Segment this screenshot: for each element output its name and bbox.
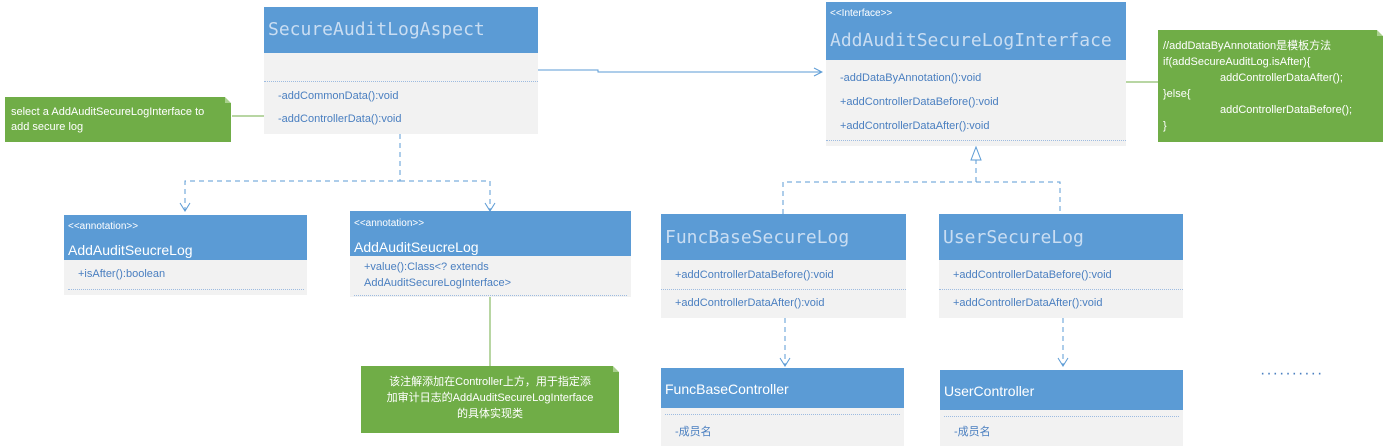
class-name: UserController xyxy=(944,383,1035,399)
method: +isAfter():boolean xyxy=(78,268,166,280)
class-name: AddAuditSecureLogInterface xyxy=(830,30,1112,51)
note-line: } xyxy=(1163,120,1167,132)
note-bottom[interactable]: 该注解添加在Controller上方，用于指定添 加审计日志的AddAuditS… xyxy=(361,366,619,433)
note-line: addControllerDataBefore(); xyxy=(1220,104,1353,116)
class-header: UserSecureLog xyxy=(939,214,1183,260)
note-line: if(addSecureAuditLog.isAfter){ xyxy=(1163,56,1311,68)
note-line: 该注解添加在Controller上方，用于指定添 xyxy=(389,376,591,388)
class-user-controller[interactable]: UserController -成员名 xyxy=(940,370,1183,446)
method: -addControllerData():void xyxy=(278,113,402,125)
note-right[interactable]: //addDataByAnnotation是模板方法 if(addSecureA… xyxy=(1158,30,1383,142)
note-line: select a AddAuditSecureLogInterface to xyxy=(11,106,205,118)
method: -addDataByAnnotation():void xyxy=(840,72,982,84)
method: -addCommonData():void xyxy=(278,90,399,102)
method: AddAuditSecureLogInterface> xyxy=(364,277,512,289)
stereotype: <<annotation>> xyxy=(68,221,139,232)
note-line: 的具体实现类 xyxy=(457,408,523,420)
note-line: addControllerDataAfter(); xyxy=(1220,72,1343,84)
interface-add-audit-secure-log[interactable]: <<Interface>> AddAuditSecureLogInterface… xyxy=(826,2,1126,146)
stereotype: <<Interface>> xyxy=(830,8,893,19)
method: +value():Class<? extends xyxy=(364,261,489,273)
note-line: add secure log xyxy=(11,121,84,133)
class-header: UserController xyxy=(940,370,1183,410)
class-name: FuncBaseController xyxy=(665,381,789,397)
annotation-add-audit-seucre-log-1[interactable]: <<annotation>> AddAuditSeucreLog +isAfte… xyxy=(64,215,307,295)
field: -成员名 xyxy=(954,426,991,438)
more-ellipsis: ·········· xyxy=(1260,365,1324,382)
class-header: <<annotation>> AddAuditSeucreLog xyxy=(350,211,631,256)
association-line xyxy=(538,70,822,72)
realization-line xyxy=(782,156,1061,214)
method: +addControllerDataAfter():void xyxy=(840,120,990,132)
note-left[interactable]: select a AddAuditSecureLogInterface to a… xyxy=(5,97,231,142)
annotation-add-audit-seucre-log-2[interactable]: <<annotation>> AddAuditSeucreLog +value(… xyxy=(350,211,631,297)
class-header: <<Interface>> AddAuditSecureLogInterface xyxy=(826,2,1126,60)
class-header: FuncBaseController xyxy=(661,368,904,408)
class-name: FuncBaseSecureLog xyxy=(665,227,850,248)
method: +addControllerDataBefore():void xyxy=(675,269,834,281)
stereotype: <<annotation>> xyxy=(354,218,425,229)
class-header: FuncBaseSecureLog xyxy=(661,214,906,260)
note-line: }else{ xyxy=(1163,88,1191,100)
class-name: AddAuditSeucreLog xyxy=(68,242,193,258)
class-name: SecureAuditLogAspect xyxy=(268,19,485,40)
class-user-secure-log[interactable]: UserSecureLog +addControllerDataBefore()… xyxy=(939,214,1183,318)
class-secure-audit-log-aspect[interactable]: SecureAuditLogAspect -addCommonData():vo… xyxy=(264,7,538,134)
class-header: SecureAuditLogAspect xyxy=(264,7,538,53)
class-func-base-controller[interactable]: FuncBaseController -成员名 xyxy=(661,368,904,446)
method: +addControllerDataBefore():void xyxy=(953,269,1112,281)
class-name: AddAuditSeucreLog xyxy=(354,239,479,255)
note-line: //addDataByAnnotation是模板方法 xyxy=(1163,40,1332,52)
method: +addControllerDataAfter():void xyxy=(675,297,825,309)
dependency-line-controllers xyxy=(784,318,1064,366)
class-header: <<annotation>> AddAuditSeucreLog xyxy=(64,215,307,260)
method: +addControllerDataAfter():void xyxy=(953,297,1103,309)
field: -成员名 xyxy=(675,426,712,438)
class-name: UserSecureLog xyxy=(943,227,1084,248)
class-func-base-secure-log[interactable]: FuncBaseSecureLog +addControllerDataBefo… xyxy=(661,214,906,318)
note-line: 加审计日志的AddAuditSecureLogInterface xyxy=(386,392,594,404)
method: +addControllerDataBefore():void xyxy=(840,96,999,108)
dependency-line-annotations xyxy=(184,134,491,211)
